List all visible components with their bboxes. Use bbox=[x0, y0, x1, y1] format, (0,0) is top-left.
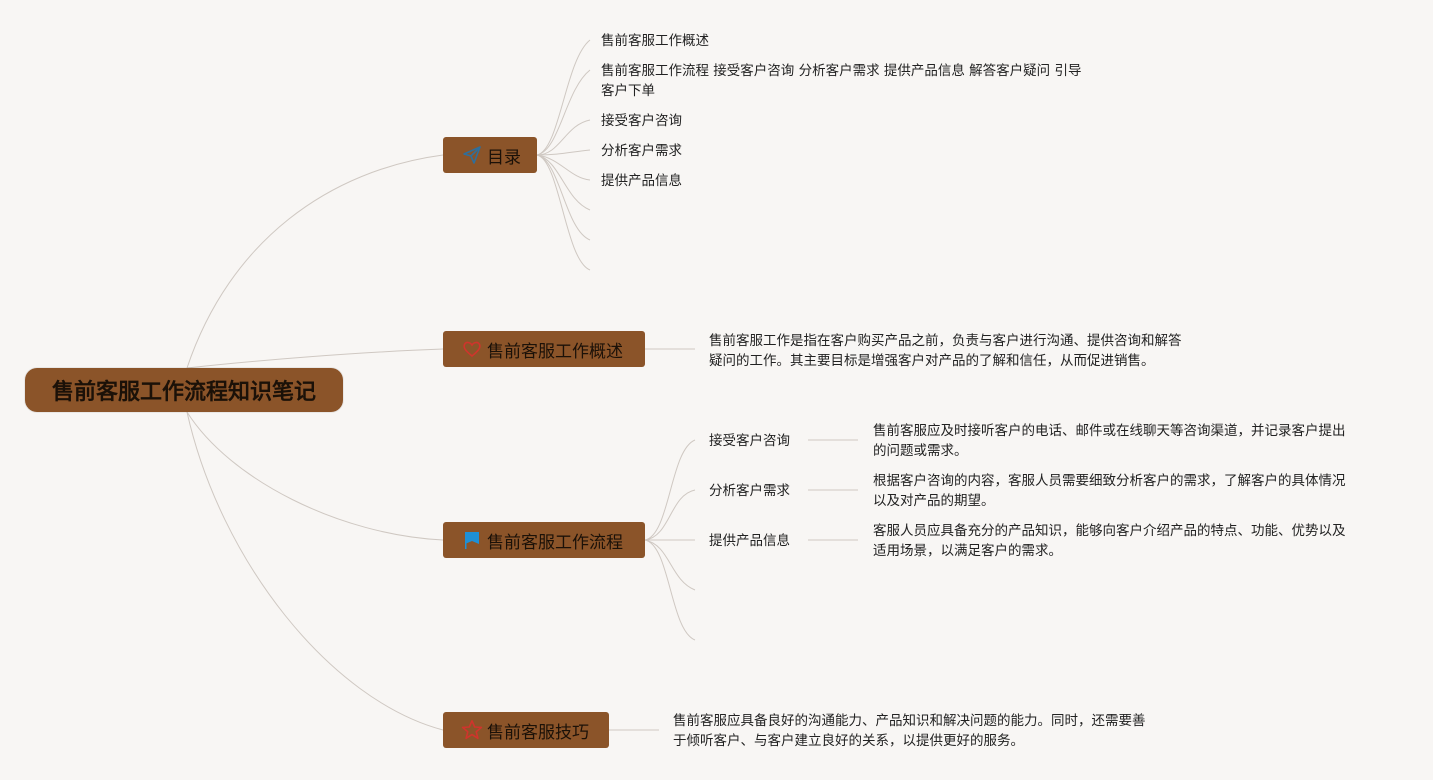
branch-label: 售前客服工作流程 bbox=[487, 532, 623, 553]
toc-item-continued: 客户下单 bbox=[601, 83, 655, 99]
branch-node-toc[interactable]: 目录 bbox=[443, 137, 537, 173]
root-node[interactable]: 售前客服工作流程知识笔记 bbox=[25, 368, 343, 412]
branch-label: 售前客服技巧 bbox=[487, 722, 589, 743]
heart-icon bbox=[461, 338, 483, 360]
detail-line: 于倾听客户、与客户建立良好的关系，以提供更好的服务。 bbox=[673, 733, 1024, 749]
toc-item[interactable]: 售前客服工作流程 接受客户咨询 分析客户需求 提供产品信息 解答客户疑问 引导 bbox=[601, 63, 1082, 79]
step-detail: 客服人员应具备充分的产品知识，能够向客户介绍产品的特点、功能、优势以及 适用场景… bbox=[873, 521, 1346, 561]
branch-node-skills[interactable]: 售前客服技巧 bbox=[443, 712, 609, 748]
step-detail: 根据客户咨询的内容，客服人员需要细致分析客户的需求，了解客户的具体情况 以及对产… bbox=[873, 471, 1346, 511]
process-step[interactable]: 提供产品信息 bbox=[709, 533, 790, 549]
star-icon bbox=[461, 719, 483, 741]
branch-label: 目录 bbox=[487, 147, 521, 168]
overview-detail: 售前客服工作是指在客户购买产品之前，负责与客户进行沟通、提供咨询和解答 疑问的工… bbox=[709, 331, 1182, 371]
root-title: 售前客服工作流程知识笔记 bbox=[51, 380, 316, 405]
paper-plane-icon bbox=[461, 144, 483, 166]
detail-line: 以及对产品的期望。 bbox=[873, 493, 995, 509]
step-detail: 售前客服应及时接听客户的电话、邮件或在线聊天等咨询渠道，并记录客户提出 的问题或… bbox=[873, 421, 1346, 461]
branch-node-overview[interactable]: 售前客服工作概述 bbox=[443, 331, 645, 367]
process-step[interactable]: 分析客户需求 bbox=[709, 483, 790, 499]
toc-item[interactable]: 分析客户需求 bbox=[601, 143, 682, 159]
detail-line: 客服人员应具备充分的产品知识，能够向客户介绍产品的特点、功能、优势以及 bbox=[873, 523, 1346, 539]
detail-line: 售前客服应及时接听客户的电话、邮件或在线聊天等咨询渠道，并记录客户提出 bbox=[873, 423, 1346, 439]
flag-icon bbox=[461, 529, 483, 551]
process-step[interactable]: 接受客户咨询 bbox=[709, 433, 790, 449]
detail-line: 适用场景，以满足客户的需求。 bbox=[873, 543, 1062, 559]
detail-line: 售前客服应具备良好的沟通能力、产品知识和解决问题的能力。同时，还需要善 bbox=[673, 713, 1146, 729]
detail-line: 的问题或需求。 bbox=[873, 443, 968, 459]
skills-detail: 售前客服应具备良好的沟通能力、产品知识和解决问题的能力。同时，还需要善 于倾听客… bbox=[673, 711, 1146, 751]
toc-item[interactable]: 售前客服工作概述 bbox=[601, 33, 709, 49]
branch-node-process[interactable]: 售前客服工作流程 bbox=[443, 522, 645, 558]
toc-item[interactable]: 接受客户咨询 bbox=[601, 113, 682, 129]
branch-label: 售前客服工作概述 bbox=[487, 341, 623, 362]
detail-line: 根据客户咨询的内容，客服人员需要细致分析客户的需求，了解客户的具体情况 bbox=[873, 473, 1346, 489]
toc-item[interactable]: 提供产品信息 bbox=[601, 173, 682, 189]
detail-line: 疑问的工作。其主要目标是增强客户对产品的了解和信任，从而促进销售。 bbox=[709, 353, 1155, 369]
detail-line: 售前客服工作是指在客户购买产品之前，负责与客户进行沟通、提供咨询和解答 bbox=[709, 333, 1182, 349]
